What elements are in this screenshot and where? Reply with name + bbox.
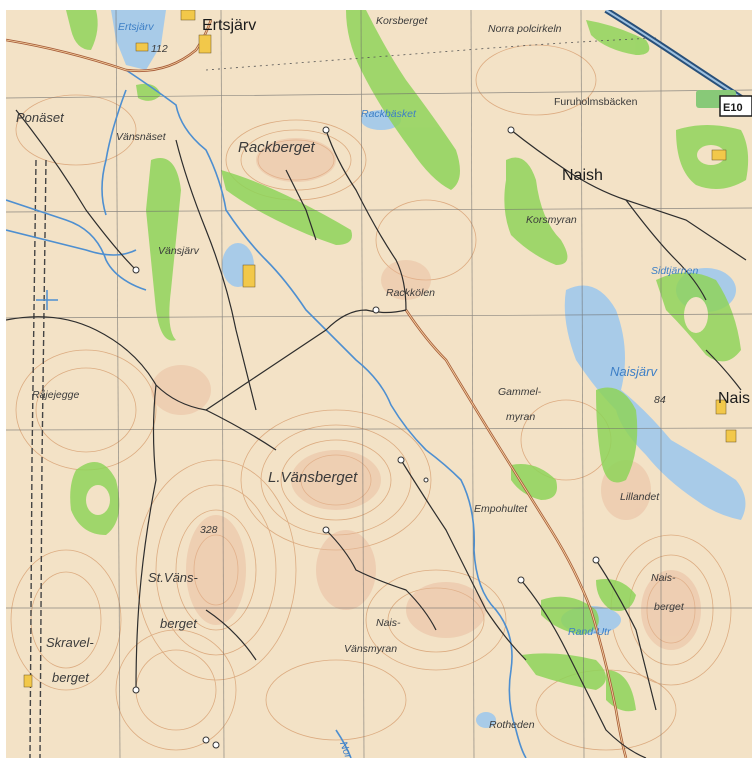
label-vansmyran: Vänsmyran [344, 643, 397, 655]
label-nais-berget-1: Nais- [651, 572, 676, 584]
hill-shading [151, 138, 701, 650]
label-empohultet: Empohultet [474, 503, 528, 515]
dashed-boundary [29, 159, 47, 758]
label-st-vans-berget: berget [160, 616, 198, 631]
grid-lines [6, 10, 752, 758]
label-korsmyran: Korsmyran [526, 214, 577, 226]
label-ertsjarv-lake: Ertsjärv [118, 21, 154, 33]
label-sidtjarnen: Sidtjärnen [651, 265, 698, 277]
label-rackbasket: Rackbäsket [361, 108, 417, 120]
label-nais-berget-2: berget [654, 601, 685, 613]
label-norra-polcirkeln: Norra polcirkeln [488, 23, 562, 35]
label-korsberget: Korsberget [376, 15, 428, 27]
label-rajejegge: Råjejegge [32, 389, 79, 401]
settlement-blocks [23, 10, 737, 688]
label-vansnaset: Vänsnäset [116, 131, 167, 143]
cross-marker [36, 290, 58, 310]
tracks [6, 109, 747, 758]
lake-ertsjarv [111, 10, 166, 70]
map-canvas: E10 Ertsjärv Ertsjärv 112 Korsberget Nor… [6, 10, 752, 758]
dotted-line [205, 37, 657, 71]
label-peak-328: 328 [200, 524, 218, 536]
label-skravel: Skravel- [46, 635, 94, 650]
point-markers [132, 126, 600, 749]
topographic-map[interactable]: E10 Ertsjärv Ertsjärv 112 Korsberget Nor… [6, 10, 752, 758]
label-nais: Nais [718, 390, 750, 407]
label-norr: Norr [337, 740, 355, 758]
label-rackberget: Rackberget [238, 139, 316, 156]
label-lillandet: Lillandet [620, 491, 660, 503]
label-furuholmsbacken: Furuholmsbäcken [554, 96, 638, 108]
label-ponaset: Ponäset [16, 110, 65, 125]
label-rackkolen: Rackkölen [386, 287, 435, 299]
label-naisjarv: Naisjärv [610, 364, 658, 379]
label-l-vansberget: L.Vänsberget [268, 469, 358, 486]
label-skravel-berget: berget [52, 670, 90, 685]
svg-text:E10: E10 [723, 102, 743, 114]
lake-naisjarv [564, 285, 746, 520]
label-elev-112: 112 [151, 43, 168, 55]
label-elev-84: 84 [654, 394, 666, 406]
label-vansjarv: Vänsjärv [158, 245, 200, 257]
label-gammel: Gammel- [498, 386, 542, 398]
streams [6, 69, 527, 758]
e10-shield: E10 [719, 95, 752, 117]
highway-e10 [604, 10, 752, 108]
label-ertsjarv: Ertsjärv [202, 17, 256, 34]
label-myran: myran [506, 411, 535, 423]
label-rotheden: Rotheden [489, 719, 535, 731]
label-naish: Naish [562, 167, 603, 184]
label-rand-utr: Rand-Utr [568, 626, 611, 638]
label-nais-vans: Nais- [376, 617, 401, 629]
label-st-vans: St.Väns- [148, 570, 199, 585]
